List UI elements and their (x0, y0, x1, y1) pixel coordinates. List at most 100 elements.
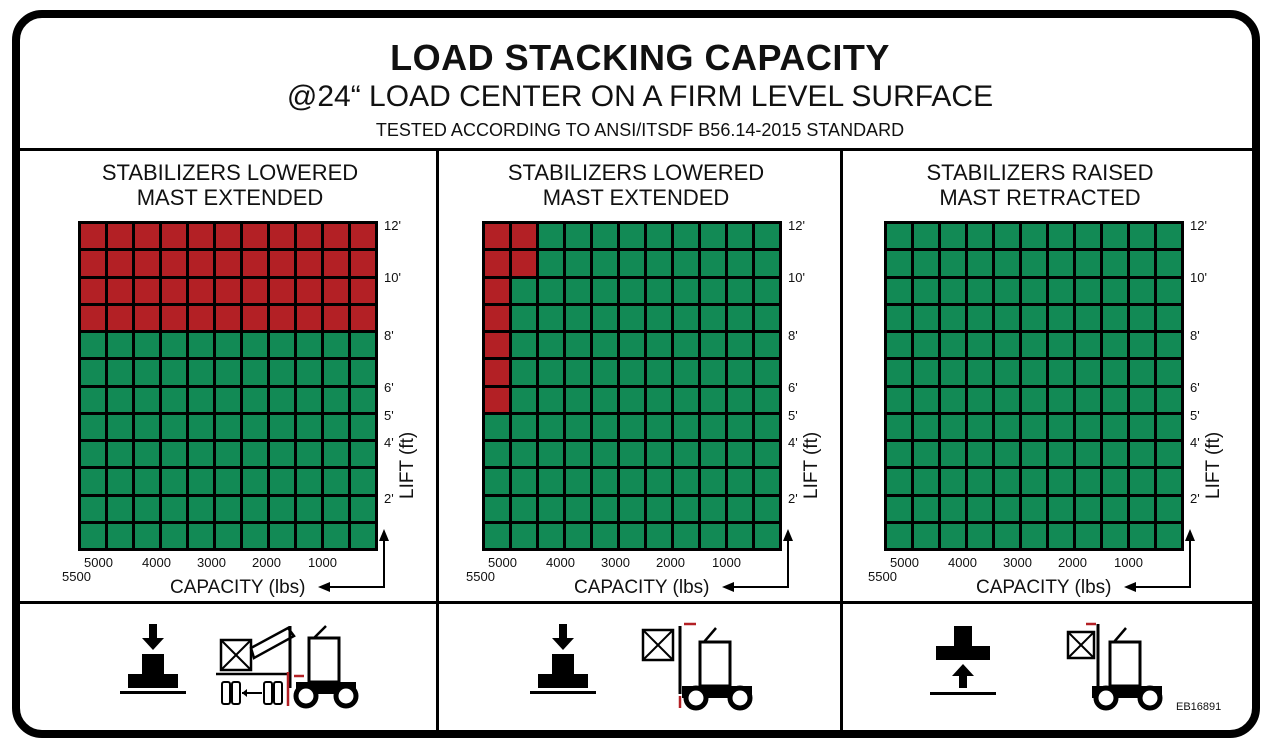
safe-cell (914, 442, 938, 467)
safe-cell (1076, 442, 1100, 467)
safe-cell (701, 360, 725, 385)
safe-cell (887, 224, 911, 249)
safe-cell (351, 523, 375, 548)
safe-cell (995, 496, 1019, 521)
safe-cell (914, 387, 938, 412)
safe-cell (566, 251, 590, 276)
safe-cell (566, 496, 590, 521)
safe-cell (1076, 387, 1100, 412)
safe-cell (674, 278, 698, 303)
safe-cell (216, 333, 240, 358)
unsafe-cell (243, 224, 267, 249)
capacity-tick-label: 2000 (1058, 555, 1087, 570)
unsafe-cell (485, 360, 509, 385)
safe-cell (162, 414, 186, 439)
capacity-tick-label: 4000 (546, 555, 575, 570)
safe-cell (189, 523, 213, 548)
safe-cell (674, 333, 698, 358)
panel-2-capacity-grid (482, 221, 782, 551)
safe-cell (1049, 305, 1073, 330)
panel-1-title: STABILIZERS LOWERED MAST EXTENDED (40, 160, 420, 210)
safe-cell (620, 442, 644, 467)
safe-cell (162, 360, 186, 385)
unsafe-cell (108, 251, 132, 276)
lift-tick-label: 8' (788, 328, 798, 343)
axis-arrows-icon (722, 529, 793, 592)
safe-cell (162, 523, 186, 548)
safe-cell (216, 442, 240, 467)
safe-cell (593, 442, 617, 467)
safe-cell (1022, 442, 1046, 467)
safe-cell (243, 387, 267, 412)
safe-cell (647, 224, 671, 249)
safe-cell (324, 469, 348, 494)
safe-cell (755, 442, 779, 467)
lift-tick-label: 12' (1190, 218, 1207, 233)
safe-cell (701, 387, 725, 412)
safe-cell (728, 387, 752, 412)
safe-cell (539, 305, 563, 330)
safe-cell (674, 496, 698, 521)
safe-cell (1049, 469, 1073, 494)
capacity-min-label: 5500 (62, 569, 91, 584)
safe-cell (755, 414, 779, 439)
unsafe-cell (351, 278, 375, 303)
safe-cell (566, 305, 590, 330)
safe-cell (351, 496, 375, 521)
safe-cell (887, 387, 911, 412)
unsafe-cell (324, 278, 348, 303)
safe-cell (755, 251, 779, 276)
load-center-subtitle: @24“ LOAD CENTER ON A FIRM LEVEL SURFACE (286, 80, 994, 113)
safe-cell (108, 360, 132, 385)
safe-cell (701, 251, 725, 276)
safe-cell (1103, 469, 1127, 494)
safe-cell (968, 305, 992, 330)
safe-cell (1103, 305, 1127, 330)
safe-cell (1022, 387, 1046, 412)
panel-1-title-line2: MAST EXTENDED (136, 185, 324, 210)
safe-cell (270, 523, 294, 548)
forklift-icon (641, 622, 753, 711)
safe-cell (566, 442, 590, 467)
stabilizer-down-icon (530, 624, 596, 694)
capacity-tick-label: 3000 (197, 555, 226, 570)
safe-cell (81, 523, 105, 548)
safe-cell (728, 414, 752, 439)
capacity-min-label: 5500 (466, 569, 495, 584)
safe-cell (941, 360, 965, 385)
safe-cell (108, 387, 132, 412)
safe-cell (162, 469, 186, 494)
safe-cell (485, 442, 509, 467)
unsafe-cell (216, 224, 240, 249)
lift-tick-label: 4' (384, 435, 394, 450)
safe-cell (941, 251, 965, 276)
forklift-retracted-icon (1066, 622, 1163, 711)
safe-cell (887, 305, 911, 330)
safe-cell (351, 414, 375, 439)
safe-cell (512, 523, 536, 548)
safe-cell (162, 496, 186, 521)
safe-cell (1103, 442, 1127, 467)
panel-1-title-line1: STABILIZERS LOWERED (101, 160, 359, 185)
safe-cell (941, 224, 965, 249)
safe-cell (674, 387, 698, 412)
safe-cell (189, 360, 213, 385)
safe-cell (914, 333, 938, 358)
safe-cell (566, 469, 590, 494)
safe-cell (189, 414, 213, 439)
unsafe-cell (324, 251, 348, 276)
safe-cell (1130, 251, 1154, 276)
safe-cell (539, 278, 563, 303)
safe-cell (512, 305, 536, 330)
safe-cell (539, 333, 563, 358)
safe-cell (162, 442, 186, 467)
safe-cell (593, 360, 617, 385)
safe-cell (1103, 360, 1127, 385)
lift-tick-label: 5' (788, 408, 798, 423)
unsafe-cell (324, 305, 348, 330)
safe-cell (108, 414, 132, 439)
lift-tick-label: 5' (384, 408, 394, 423)
lift-tick-label: 12' (788, 218, 805, 233)
unsafe-cell (485, 278, 509, 303)
safe-cell (539, 442, 563, 467)
